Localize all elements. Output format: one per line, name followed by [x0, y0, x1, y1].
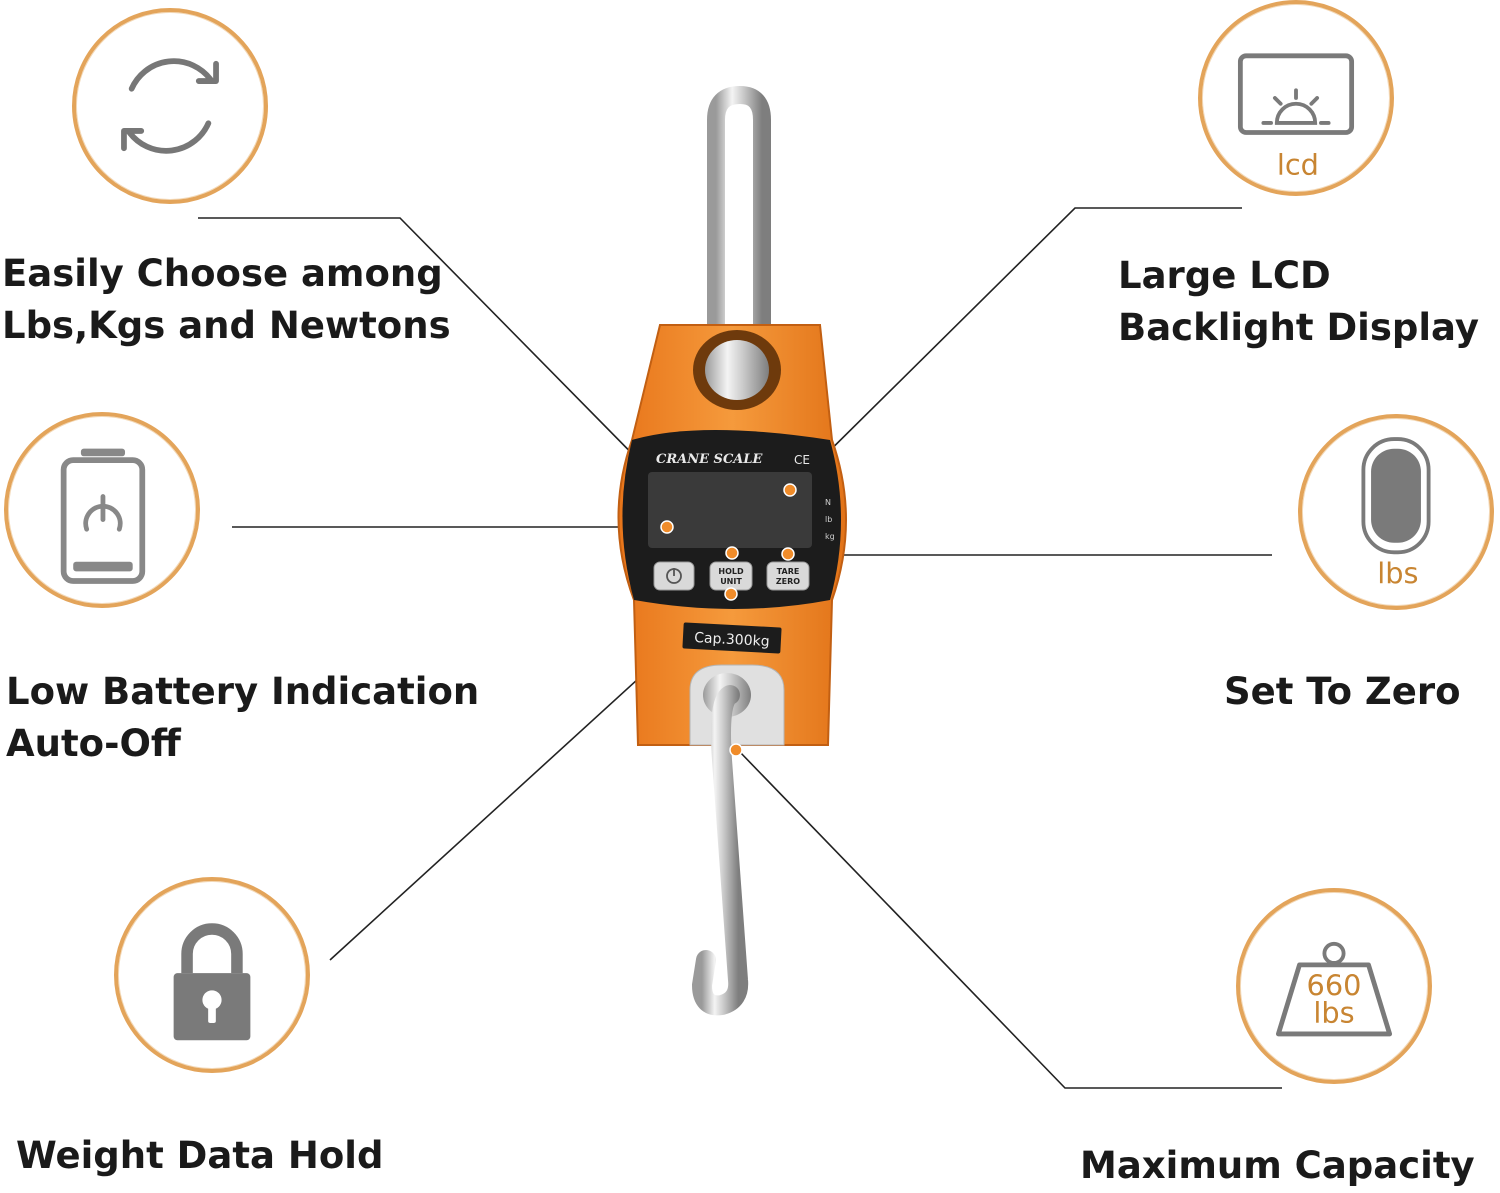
zero-button-label: ZERO — [776, 577, 800, 586]
hold-icon-ring — [114, 877, 310, 1073]
capacity-unit: lbs — [1313, 995, 1354, 1029]
callout-dots — [660, 483, 797, 757]
callout-line-lcd — [789, 207, 1242, 491]
lock-icon — [173, 923, 251, 1041]
callout-dot-lcd — [783, 483, 797, 497]
top-hook — [707, 85, 771, 369]
callout-dot-battery — [660, 520, 674, 534]
refresh-icon — [121, 58, 219, 154]
callout-dot-hold — [724, 587, 738, 601]
battery-power-icon — [60, 448, 146, 584]
lcd-caption: lcd — [1277, 148, 1319, 182]
capacity-plate: Cap.300kg — [694, 630, 770, 650]
callout-dot-zero — [781, 547, 795, 561]
hold-button-label: HOLD — [718, 567, 744, 576]
capacity-value: 660 — [1307, 969, 1362, 1003]
ce-mark: CE — [794, 453, 810, 467]
feature-capacity: Maximum Capacity — [1080, 1140, 1475, 1192]
capacity-icon-ring: 660 lbs — [1236, 888, 1432, 1084]
battery-icon-ring — [4, 412, 200, 608]
feature-units: Easily Choose among Lbs,Kgs and Newtons — [2, 248, 451, 352]
feature-zero-line1: Set To Zero — [1224, 670, 1461, 713]
feature-lcd-line2: Backlight Display — [1118, 306, 1480, 349]
feature-lcd: Large LCD Backlight Display — [1118, 250, 1479, 354]
feature-hold: Weight Data Hold — [16, 1130, 383, 1182]
callout-dot-units — [725, 546, 739, 560]
tare-button-label: TARE — [777, 567, 800, 576]
callout-line-units — [198, 217, 733, 556]
feature-battery-line1: Low Battery Indication — [6, 670, 480, 713]
unit-indicator-kg: kg — [825, 532, 835, 541]
feature-capacity-line1: Maximum Capacity — [1080, 1144, 1475, 1187]
callout-lines — [198, 207, 1282, 1089]
feature-lcd-line1: Large LCD — [1118, 254, 1331, 297]
unit-indicator-n: N — [825, 498, 831, 507]
bottom-hook — [691, 685, 749, 1016]
zero-caption: lbs — [1377, 556, 1418, 590]
feature-zero: Set To Zero — [1224, 666, 1461, 718]
feature-battery: Low Battery Indication Auto-Off — [6, 666, 479, 770]
tare-button-icon: lbs — [1361, 437, 1431, 590]
lcd-icon-ring: lcd — [1198, 0, 1394, 196]
callout-dot-capacity — [729, 743, 743, 757]
unit-button-label: UNIT — [720, 577, 742, 586]
callout-line-capacity — [737, 749, 1282, 1089]
feature-battery-line2: Auto-Off — [6, 722, 181, 765]
feature-units-line2: Lbs,Kgs and Newtons — [2, 304, 451, 347]
lcd-screen — [648, 472, 812, 548]
unit-indicator-lb: lb — [825, 515, 832, 524]
tare-zero-button — [766, 561, 810, 591]
feature-hold-line1: Weight Data Hold — [16, 1134, 384, 1177]
feature-units-line1: Easily Choose among — [2, 252, 443, 295]
display-backlight-icon: lcd — [1237, 53, 1355, 182]
zero-icon-ring: lbs — [1298, 414, 1494, 610]
units-icon-ring — [72, 8, 268, 204]
scale-brand: CRANE SCALE — [656, 452, 764, 467]
weight-icon: 660 lbs — [1275, 941, 1393, 1037]
scale-body — [617, 324, 847, 746]
